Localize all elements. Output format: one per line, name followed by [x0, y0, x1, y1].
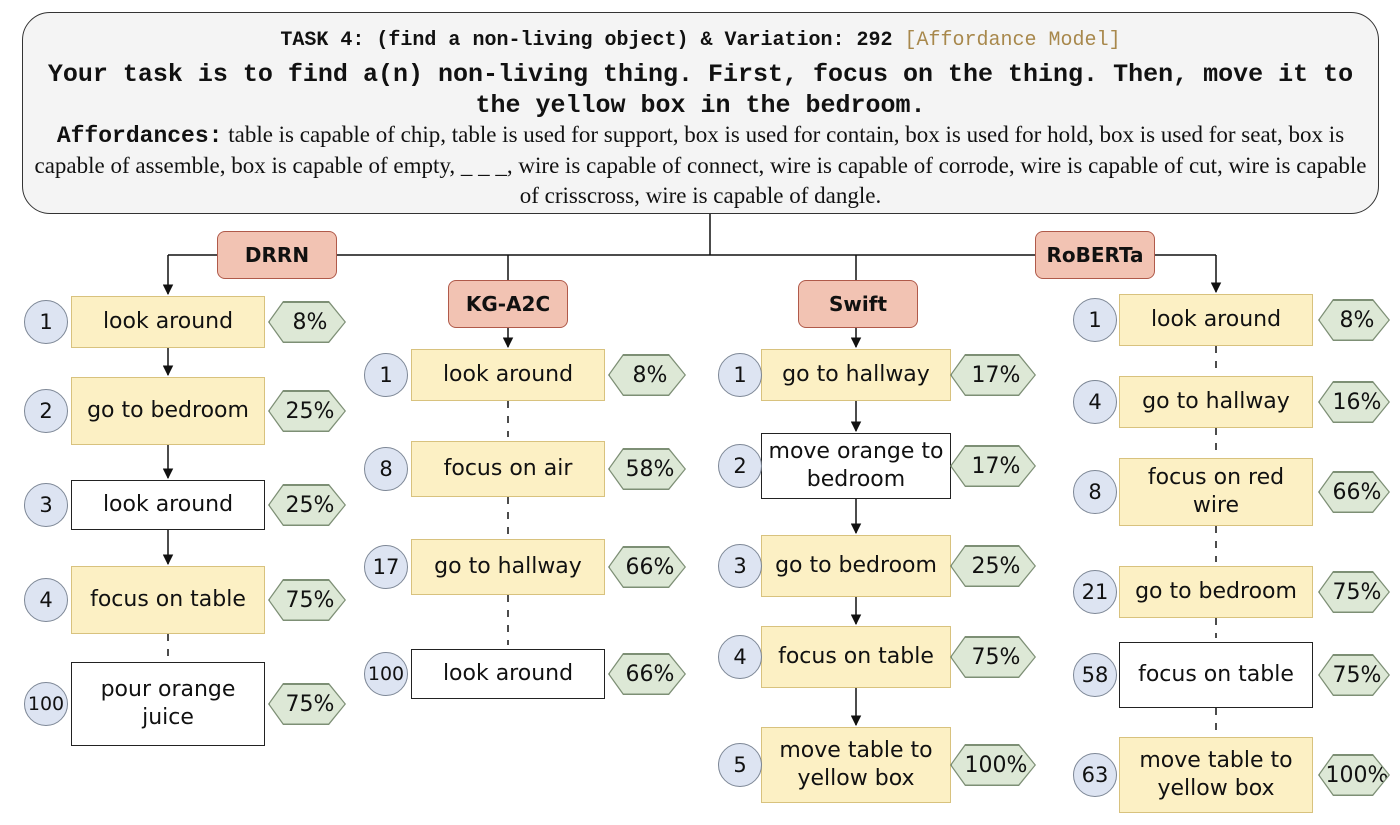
step-number: 4 — [1073, 380, 1117, 424]
score-value: 75% — [270, 685, 345, 724]
score-tag: 75% — [268, 579, 346, 621]
action-box: look around — [411, 649, 605, 699]
action-box: move orange to bedroom — [761, 433, 951, 499]
score-tag: 17% — [950, 445, 1036, 487]
score-value: 75% — [1320, 573, 1389, 612]
score-tag: 8% — [268, 301, 346, 343]
agent-label-roberta: RoBERTa — [1035, 231, 1155, 279]
action-box: focus on table — [1119, 642, 1313, 708]
action-box: look around — [71, 480, 265, 530]
score-tag: 8% — [1318, 299, 1390, 341]
step-number: 1 — [24, 300, 68, 344]
score-tag: 58% — [608, 448, 686, 490]
step-number: 4 — [24, 578, 68, 622]
agent-label-drrn: DRRN — [217, 231, 337, 279]
score-tag: 25% — [268, 484, 346, 526]
action-box: look around — [71, 296, 265, 348]
action-box: go to bedroom — [71, 377, 265, 445]
score-value: 75% — [952, 638, 1035, 677]
score-value: 25% — [270, 392, 345, 431]
score-value: 8% — [610, 356, 685, 395]
step-number: 2 — [24, 389, 68, 433]
score-value: 75% — [270, 581, 345, 620]
score-tag: 66% — [1318, 471, 1390, 513]
model-tag: [Affordance Model] — [904, 29, 1121, 52]
action-box: look around — [411, 349, 605, 401]
task-description-panel: TASK 4: (find a non-living object) & Var… — [22, 12, 1379, 214]
step-number: 8 — [1073, 470, 1117, 514]
action-box: look around — [1119, 294, 1313, 346]
action-box: move table to yellow box — [761, 727, 951, 803]
step-number: 2 — [718, 444, 762, 488]
action-box: go to bedroom — [1119, 566, 1313, 618]
step-number: 21 — [1073, 570, 1117, 614]
score-value: 66% — [610, 548, 685, 587]
step-number: 3 — [24, 483, 68, 527]
score-value: 16% — [1320, 383, 1389, 422]
score-tag: 16% — [1318, 381, 1390, 423]
step-number: 8 — [364, 447, 408, 491]
score-tag: 75% — [1318, 571, 1390, 613]
action-box: go to hallway — [761, 349, 951, 401]
score-value: 100% — [952, 746, 1035, 785]
action-box: focus on table — [761, 626, 951, 688]
task-header-text: TASK 4: (find a non-living object) & Var… — [280, 29, 893, 52]
score-tag: 66% — [608, 546, 686, 588]
step-number: 4 — [718, 635, 762, 679]
score-value: 17% — [952, 447, 1035, 486]
score-value: 17% — [952, 356, 1035, 395]
step-number: 100 — [24, 682, 68, 726]
score-value: 25% — [952, 547, 1035, 586]
action-box: focus on red wire — [1119, 458, 1313, 526]
agent-label-swift: Swift — [798, 280, 918, 328]
score-tag: 17% — [950, 354, 1036, 396]
step-number: 1 — [718, 353, 762, 397]
score-tag: 100% — [1318, 754, 1390, 796]
affordances-text: table is capable of chip, table is used … — [34, 122, 1367, 208]
affordances-list: Affordances: table is capable of chip, t… — [31, 120, 1370, 211]
step-number: 100 — [364, 652, 408, 696]
score-tag: 8% — [608, 354, 686, 396]
step-number: 5 — [718, 743, 762, 787]
action-box: focus on table — [71, 566, 265, 634]
score-tag: 25% — [268, 390, 346, 432]
action-box: go to bedroom — [761, 535, 951, 597]
score-value: 58% — [610, 450, 685, 489]
score-value: 8% — [270, 303, 345, 342]
action-box: focus on air — [411, 441, 605, 497]
score-tag: 75% — [268, 683, 346, 725]
action-box: go to hallway — [1119, 376, 1313, 428]
score-value: 66% — [1320, 473, 1389, 512]
score-tag: 66% — [608, 653, 686, 695]
step-number: 3 — [718, 544, 762, 588]
action-box: go to hallway — [411, 539, 605, 595]
action-box: pour orange juice — [71, 662, 265, 746]
score-tag: 75% — [1318, 654, 1390, 696]
score-value: 8% — [1320, 301, 1389, 340]
score-value: 100% — [1320, 756, 1389, 795]
step-number: 1 — [1073, 298, 1117, 342]
task-instruction: Your task is to find a(n) non-living thi… — [47, 60, 1354, 120]
action-box: move table to yellow box — [1119, 737, 1313, 813]
score-tag: 75% — [950, 636, 1036, 678]
agent-label-kg-a2c: KG-A2C — [448, 280, 568, 328]
score-value: 25% — [270, 486, 345, 525]
score-tag: 25% — [950, 545, 1036, 587]
step-number: 1 — [364, 353, 408, 397]
score-tag: 100% — [950, 744, 1036, 786]
step-number: 63 — [1073, 753, 1117, 797]
task-header: TASK 4: (find a non-living object) & Var… — [23, 29, 1378, 53]
step-number: 58 — [1073, 653, 1117, 697]
score-value: 75% — [1320, 656, 1389, 695]
score-value: 66% — [610, 655, 685, 694]
step-number: 17 — [364, 545, 408, 589]
affordances-label: Affordances: — [56, 123, 223, 149]
